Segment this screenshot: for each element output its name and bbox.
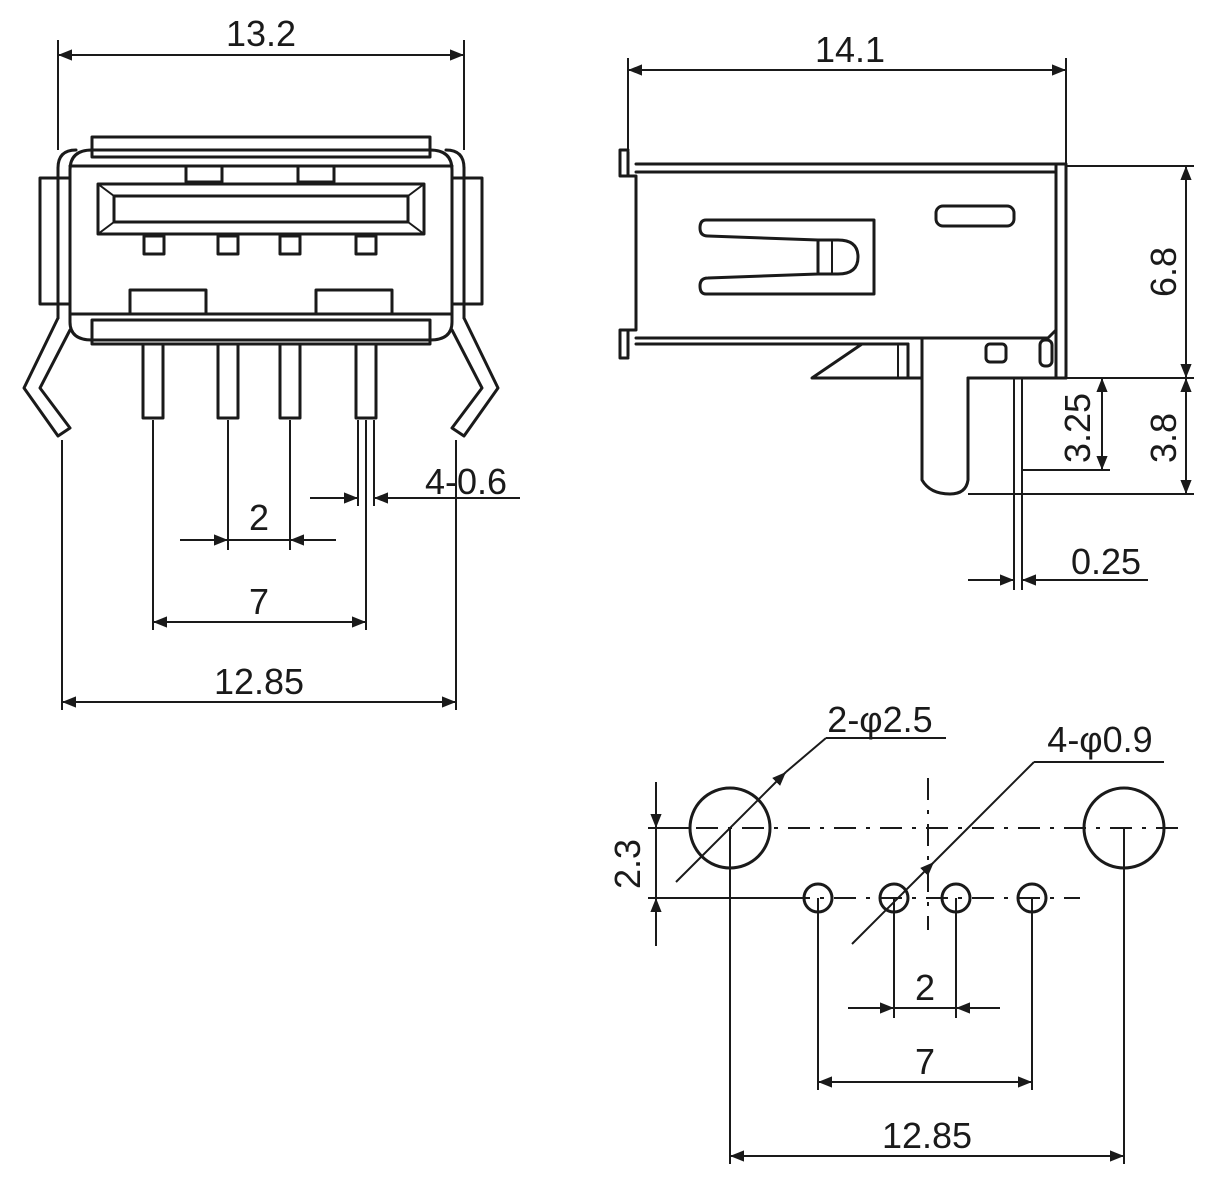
- dim-leg-span: 12.85: [214, 661, 304, 702]
- dim-outer-pin-span: 7: [249, 581, 269, 622]
- front-pin: [216, 342, 240, 420]
- dim-row-offset: 2.3: [607, 839, 648, 889]
- usb-port-opening: [96, 182, 426, 236]
- side-rear-plate: [1054, 162, 1068, 380]
- dim-pin-thickness: 0.25: [1071, 541, 1141, 582]
- dim-body-height: 6.8: [1143, 247, 1184, 297]
- dim-pin-length-total: 3.8: [1143, 413, 1184, 463]
- pcb-footprint: 2-φ2.5 4-φ0.9 2.3 2 7 12.85: [607, 699, 1180, 1164]
- front-left-leg: [22, 316, 72, 438]
- front-base: [90, 318, 432, 346]
- side-slot: [934, 204, 1016, 228]
- front-top-cap: [90, 135, 432, 159]
- front-right-leg: [450, 316, 500, 438]
- dim-overall-depth: 14.1: [815, 29, 885, 70]
- side-view: 14.1 6.8 3.8 3.25 0.25: [618, 29, 1194, 590]
- dim-fp-hole-span: 12.85: [882, 1115, 972, 1156]
- front-right-flange: [450, 176, 484, 306]
- front-left-flange: [38, 176, 72, 306]
- front-shell: [68, 148, 454, 342]
- side-spring-tab: [698, 218, 876, 296]
- front-pin: [354, 342, 378, 420]
- label-signal-holes: 4-φ0.9: [1047, 719, 1152, 760]
- front-pin: [278, 342, 302, 420]
- dim-overall-width: 13.2: [226, 13, 296, 54]
- usb-tongue: [112, 194, 410, 224]
- dim-pin-pitch: 2: [249, 497, 269, 538]
- dim-pin-length-inner: 3.25: [1057, 393, 1098, 463]
- side-wedge: [810, 342, 910, 380]
- front-shell-edge: [56, 148, 466, 170]
- label-mount-holes: 2-φ2.5: [827, 699, 932, 740]
- front-pin: [141, 342, 165, 420]
- dim-fp-pin-pitch: 2: [915, 967, 935, 1008]
- dim-fp-outer-pin-span: 7: [915, 1041, 935, 1082]
- side-front-latch: [626, 150, 638, 358]
- side-leg: [920, 336, 970, 496]
- front-view: 13.2 4-0.6 2 7 12.85: [22, 13, 520, 710]
- dim-pin-width: 4-0.6: [425, 461, 507, 502]
